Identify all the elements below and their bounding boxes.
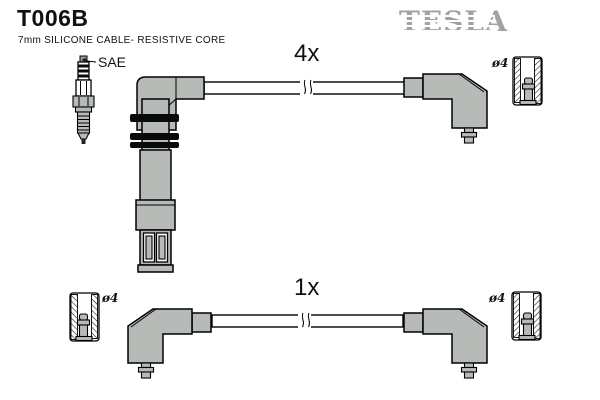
diameter-label-bottom-left: ø4: [101, 291, 118, 305]
callout-line: [86, 60, 97, 63]
product-subtitle: 7mm SILICONE CABLE- RESISTIVE CORE: [18, 35, 226, 46]
cable-break-mark: [309, 79, 312, 95]
terminal-socket-cutaway-bottom-right: [511, 291, 542, 341]
part-number: T006B: [17, 5, 89, 31]
logo-stripe: [399, 15, 495, 17]
angled-plug-boot-connector-bottom-right: [403, 308, 488, 379]
brand-logo: TESLA: [399, 6, 507, 37]
diameter-label-top-right: ø4: [491, 56, 508, 70]
logo-stripe: [399, 25, 495, 27]
logo-stripe: [399, 30, 495, 32]
terminal-socket-cutaway-bottom-left: [69, 292, 100, 342]
logo-stripe: [399, 20, 495, 22]
o-ring: [130, 114, 179, 122]
cable-break-mark: [307, 312, 310, 328]
ignition-cable-bottom: [211, 312, 404, 330]
cable-break-mark: [301, 312, 304, 328]
o-ring: [130, 142, 179, 148]
angled-plug-boot-connector-bottom-left: [127, 308, 212, 379]
o-ring: [130, 133, 179, 140]
callout-dot: [82, 58, 87, 63]
ignition-cable-top: [203, 79, 406, 97]
quantity-label-top: 4x: [294, 40, 319, 67]
diameter-label-bottom-right: ø4: [488, 291, 505, 305]
angled-plug-boot-connector-top-right: [403, 73, 488, 144]
cable-break-mark: [303, 79, 306, 95]
sae-label: SAE: [98, 54, 126, 70]
terminal-socket-cutaway-top-right: [512, 56, 543, 106]
spark-plug-icon: SAE: [72, 54, 126, 144]
straight-coil-boot-connector: [130, 76, 205, 273]
quantity-label-bottom: 1x: [294, 274, 319, 301]
